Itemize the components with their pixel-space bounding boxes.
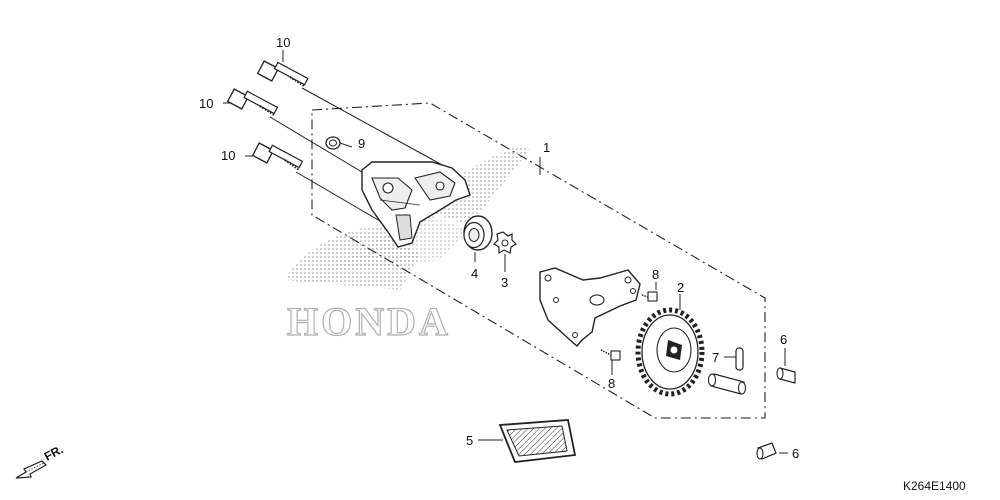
flange-bolt-middle[interactable] bbox=[226, 88, 279, 116]
driven-gear[interactable] bbox=[635, 307, 705, 397]
callout-10-middle: 10 bbox=[199, 96, 213, 111]
callout-5: 5 bbox=[466, 433, 473, 448]
callout-4: 4 bbox=[471, 266, 478, 281]
callout-3: 3 bbox=[501, 275, 508, 290]
callout-8-upper: 8 bbox=[652, 267, 659, 282]
collar-lower[interactable] bbox=[756, 442, 777, 460]
callout-10-top: 10 bbox=[276, 35, 290, 50]
callout-leaders bbox=[223, 50, 788, 454]
callout-8-lower: 8 bbox=[608, 376, 615, 391]
drive-pin[interactable] bbox=[735, 347, 744, 371]
front-arrow-icon bbox=[15, 460, 47, 479]
diagram-code: K264E1400 bbox=[903, 479, 966, 493]
outer-rotor[interactable] bbox=[463, 215, 493, 251]
cover-screw-upper[interactable] bbox=[641, 291, 658, 302]
callout-6-upper: 6 bbox=[780, 332, 787, 347]
callout-1: 1 bbox=[543, 140, 550, 155]
inner-rotor[interactable] bbox=[493, 231, 517, 255]
dowel-pin[interactable] bbox=[325, 136, 341, 150]
collar-upper[interactable] bbox=[776, 367, 796, 384]
callout-7: 7 bbox=[712, 350, 719, 365]
pump-cover-plate[interactable] bbox=[539, 267, 641, 347]
watermark-brand: HONDA bbox=[287, 299, 451, 344]
callout-6-lower: 6 bbox=[792, 446, 799, 461]
flange-bolt-bottom[interactable] bbox=[251, 142, 304, 171]
pump-shaft[interactable] bbox=[707, 373, 747, 395]
callout-10-bottom: 10 bbox=[221, 148, 235, 163]
front-label: FR. bbox=[42, 442, 66, 463]
callout-2: 2 bbox=[677, 280, 684, 295]
oil-strainer[interactable] bbox=[498, 419, 577, 463]
assembly-outline bbox=[311, 102, 766, 419]
cover-screw-lower[interactable] bbox=[600, 349, 621, 361]
front-direction-marker: FR. bbox=[15, 442, 66, 479]
callout-9: 9 bbox=[358, 136, 365, 151]
oil-pump-body[interactable] bbox=[361, 161, 471, 248]
flange-bolt-top[interactable] bbox=[256, 60, 309, 87]
